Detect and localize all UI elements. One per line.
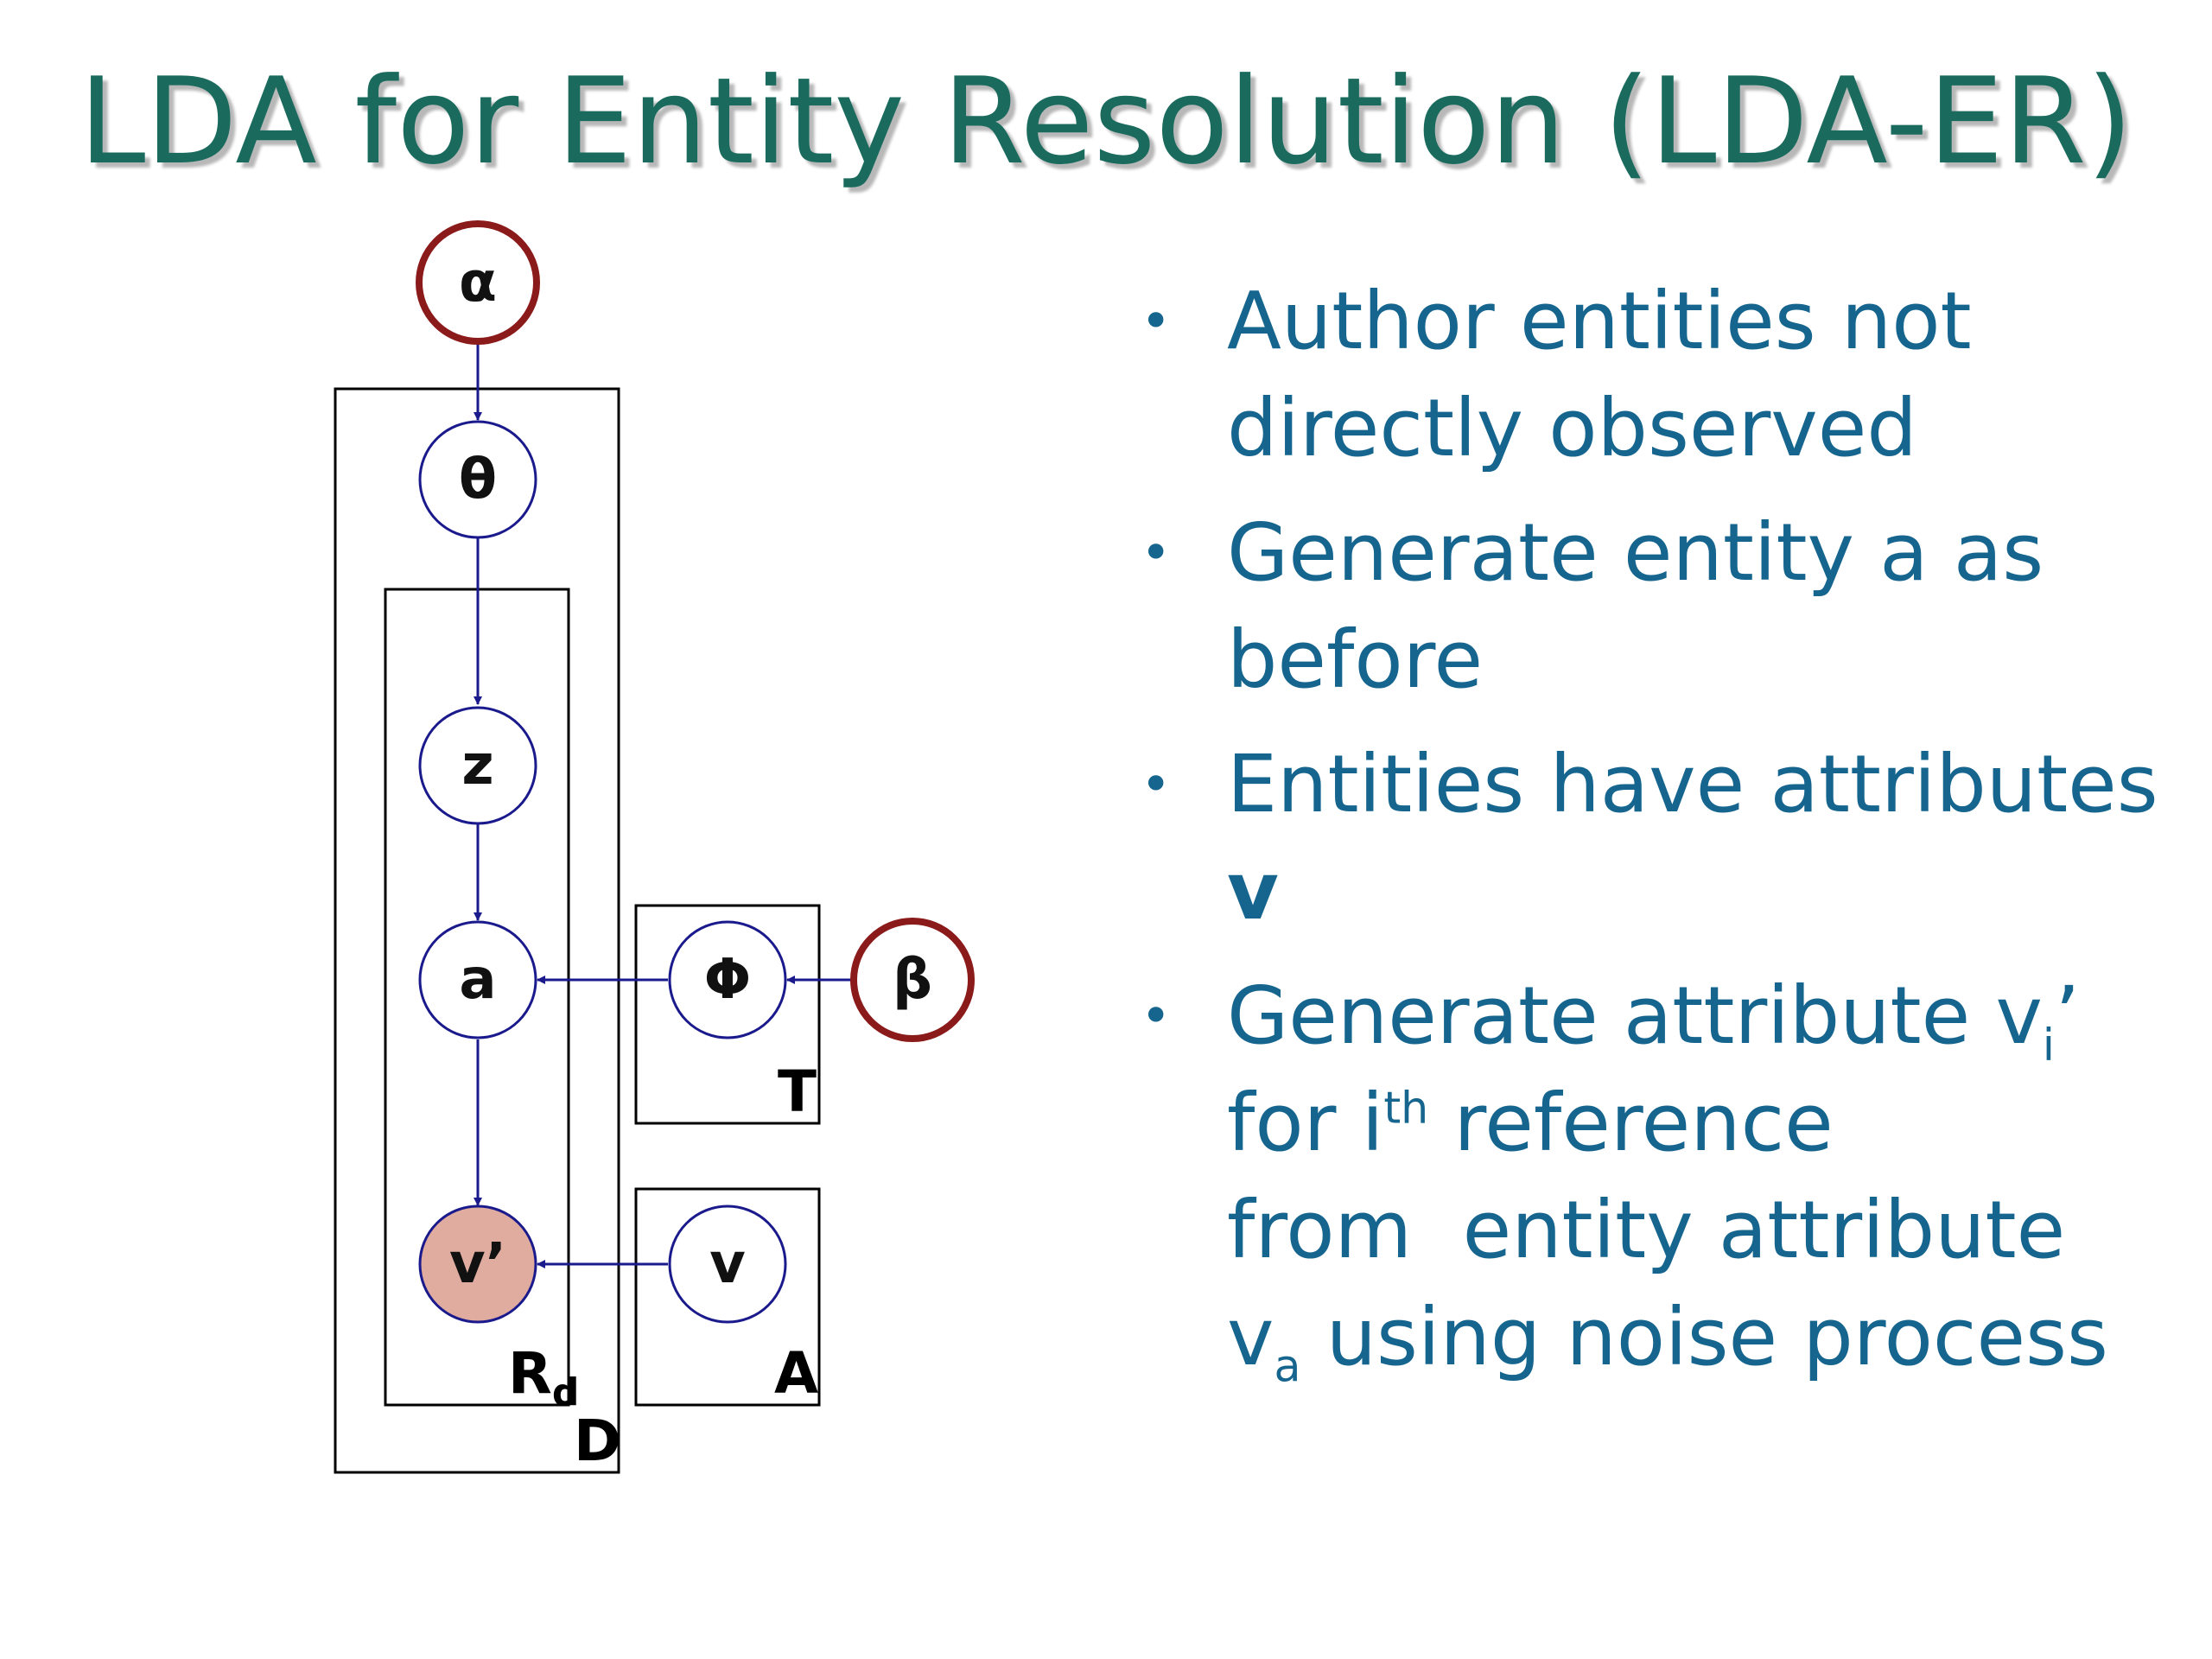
plate-d-label: D xyxy=(574,1408,621,1474)
plate-r-subscript: d xyxy=(552,1370,580,1414)
node-v-prime-label: v’ xyxy=(449,1232,506,1296)
subscript-a: a xyxy=(1274,1340,1301,1392)
bullet-text: Generate attribute v xyxy=(1227,969,2043,1062)
bullet-text: Entities have attributes xyxy=(1227,738,2158,830)
bullet-dot: • xyxy=(1141,291,1172,352)
bullet-line: from entity attribute xyxy=(1227,1184,2066,1276)
bullet-item: • Generate attribute vi’ for ith referen… xyxy=(1123,963,2203,1391)
bullet-item: • Author entities not directly observed xyxy=(1123,268,2203,482)
node-beta-label: β xyxy=(893,948,932,1012)
subscript-i: i xyxy=(2042,1019,2055,1071)
bullet-text: for i xyxy=(1227,1077,1384,1169)
slide-title: LDA for Entity Resolution (LDA-ER) xyxy=(79,52,2133,191)
bullet-text: v xyxy=(1227,1291,1274,1383)
node-a-label: a xyxy=(459,948,496,1012)
node-v-prime: v’ xyxy=(418,1205,537,1324)
bullet-text: using noise process xyxy=(1300,1291,2108,1383)
bullet-item: • Entities have attributes v xyxy=(1123,731,2203,945)
bullet-line: va using noise process xyxy=(1227,1291,2108,1388)
bullet-line: for ith reference xyxy=(1227,1077,1834,1169)
graphical-model-diagram: α β θ z a Φ v v’ Rd D T A xyxy=(334,220,975,1474)
node-z: z xyxy=(418,706,537,825)
bullet-dot: • xyxy=(1141,754,1172,815)
plate-t xyxy=(634,904,821,1125)
node-theta: θ xyxy=(418,420,537,539)
bullet-text: Author entities not directly observed xyxy=(1227,275,1972,474)
bullet-dot: • xyxy=(1141,986,1172,1046)
prime-mark: ’ xyxy=(2054,969,2081,1062)
plate-r-letter: R xyxy=(508,1340,552,1407)
bullet-item: • Generate entity a as before xyxy=(1123,499,2203,714)
bullet-line: Generate attribute vi’ xyxy=(1227,969,2081,1066)
node-alpha-label: α xyxy=(459,251,497,315)
plate-t-label: T xyxy=(778,1058,817,1125)
superscript-th: th xyxy=(1383,1082,1429,1134)
node-z-label: z xyxy=(461,734,493,798)
bullet-list: • Author entities not directly observed … xyxy=(1123,268,2203,1408)
node-v: v xyxy=(668,1205,787,1324)
bullet-text: Generate entity a as before xyxy=(1227,506,2044,706)
plate-a-label: A xyxy=(774,1340,818,1407)
bullet-bold-v: v xyxy=(1227,845,1279,938)
plate-r-label: Rd xyxy=(508,1340,579,1414)
node-a: a xyxy=(418,920,537,1039)
node-alpha: α xyxy=(416,220,540,345)
node-beta: β xyxy=(850,918,975,1042)
node-phi: Φ xyxy=(668,920,787,1039)
node-phi-label: Φ xyxy=(704,948,751,1012)
node-v-label: v xyxy=(709,1232,746,1296)
bullet-text: reference xyxy=(1428,1077,1834,1169)
plate-a xyxy=(634,1187,821,1407)
bullet-dot: • xyxy=(1141,523,1172,583)
node-theta-label: θ xyxy=(459,448,497,512)
